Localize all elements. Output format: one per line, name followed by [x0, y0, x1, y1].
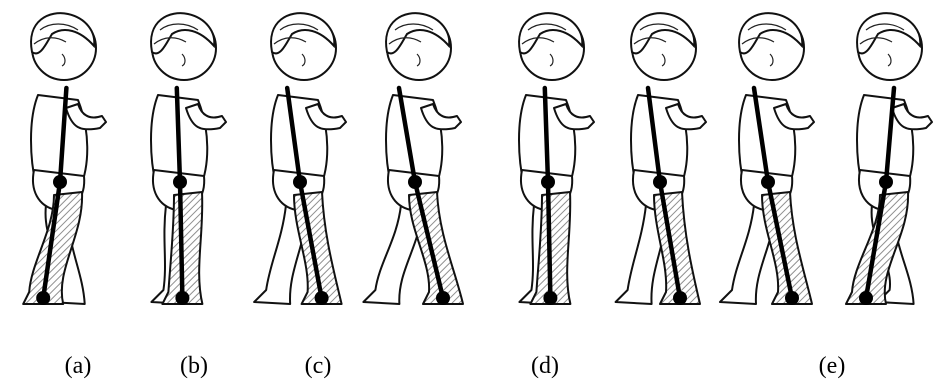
ankle-joint-marker	[673, 291, 687, 305]
caption-a: (a)	[65, 353, 92, 379]
ankle-joint-marker	[36, 291, 50, 305]
caption-b: (b)	[180, 353, 208, 379]
toddler-figure	[151, 13, 226, 305]
toddler-figure	[846, 13, 932, 305]
hip-joint-marker	[761, 175, 775, 189]
gait-sequence	[23, 13, 932, 305]
toddler-figure	[254, 13, 346, 305]
hip-joint-marker	[173, 175, 187, 189]
ankle-joint-marker	[785, 291, 799, 305]
ankle-joint-marker	[175, 291, 189, 305]
caption-c: (c)	[305, 353, 332, 379]
toddler-figure	[616, 13, 706, 305]
hip-joint-marker	[879, 175, 893, 189]
trunk-line	[545, 88, 548, 182]
hip-joint-marker	[293, 175, 307, 189]
leg-line	[548, 182, 550, 298]
toddler-figure	[23, 13, 106, 305]
caption-group: (a) (b) (c) (d) (e)	[65, 353, 846, 379]
ankle-joint-marker	[859, 291, 873, 305]
stance-leg	[409, 192, 463, 304]
toddler-figure	[519, 13, 594, 305]
hip-joint-marker	[408, 175, 422, 189]
ankle-joint-marker	[436, 291, 450, 305]
hip-joint-marker	[653, 175, 667, 189]
hip-joint-marker	[53, 175, 67, 189]
toddler-figure	[720, 13, 814, 305]
caption-e: (e)	[819, 353, 846, 379]
ankle-joint-marker	[315, 291, 329, 305]
stance-leg	[762, 192, 812, 304]
caption-d: (d)	[531, 353, 559, 379]
trunk-line	[177, 88, 180, 182]
hip-joint-marker	[541, 175, 555, 189]
leg-line	[180, 182, 182, 298]
ankle-joint-marker	[543, 291, 557, 305]
toddler-figure	[363, 13, 463, 305]
